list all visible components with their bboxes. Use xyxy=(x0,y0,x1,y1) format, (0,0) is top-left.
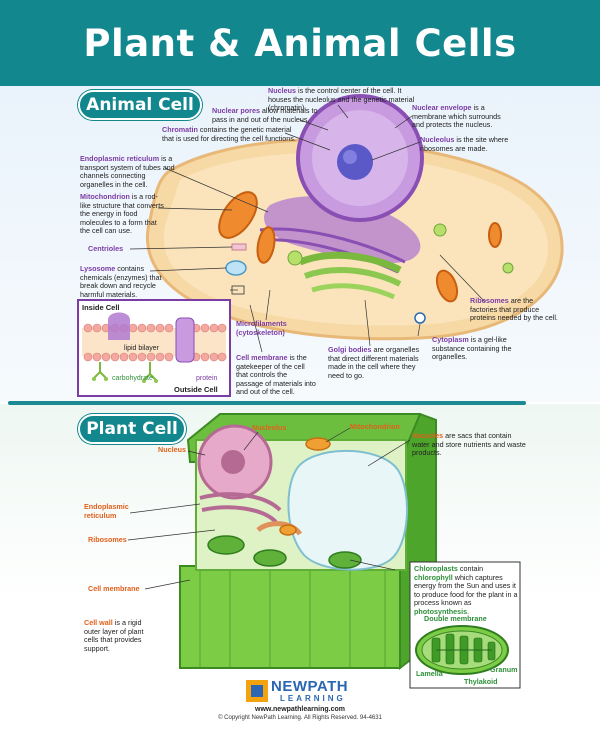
label-nuclear-envelope: Nuclear envelope is a membrane which sur… xyxy=(412,103,501,130)
label-cytoplasm: Cytoplasm is a gel-like substance contai… xyxy=(432,335,512,362)
plant-label-mitochondrion: Mitochondrion xyxy=(350,422,400,431)
chloroplast-detail-graphic xyxy=(415,625,509,675)
inset-protein: protein xyxy=(196,375,218,382)
plant-label-chloroplasts: Chloroplasts contain chlorophyll which c… xyxy=(414,564,518,616)
label-lysosome: Lysosome contains chemicals (enzymes) th… xyxy=(80,264,162,299)
plant-label-er: Endoplasmic reticulum xyxy=(84,502,129,520)
label-nucleolus: Nucleolus is the site where ribosomes ar… xyxy=(420,135,509,153)
label-nuclear-pores: Nuclear pores allow materials to pass in… xyxy=(212,106,318,124)
plant-cell-wall-front xyxy=(179,565,401,669)
label-chromatin: Chromatin contains the genetic material … xyxy=(162,125,296,143)
plant-label-cell-membrane: Cell membrane xyxy=(88,584,140,593)
title-band xyxy=(0,0,600,86)
plant-er xyxy=(199,492,282,512)
plant-label-nucleolus: Nucleolus xyxy=(252,423,287,432)
plant-mitochondrion xyxy=(305,437,331,451)
footer-copyright: © Copyright NewPath Learning. All Rights… xyxy=(218,715,382,721)
plant-label-cell-wall: Cell wall is a rigid outer layer of plan… xyxy=(84,618,144,653)
section-divider xyxy=(8,401,526,405)
plant-label-ribosomes: Ribosomes xyxy=(88,535,127,544)
logo-text-top: NEWPATH xyxy=(271,678,349,695)
inset-carbohydrate: carbohydrate xyxy=(112,375,153,382)
poster-title: Plant & Animal Cells xyxy=(83,22,517,65)
inset-lipid-bilayer: lipid bilayer xyxy=(124,345,160,352)
animal-cell-heading: Animal Cell xyxy=(78,90,202,120)
lipid-bilayer-graphic xyxy=(82,312,227,383)
inset-outside-cell: Outside Cell xyxy=(174,385,218,394)
plant-label-vacuoles: Vacuoles are sacs that contain water and… xyxy=(412,431,526,458)
label-ribosomes: Ribosomes are the factories that produce… xyxy=(470,296,558,323)
plant-nucleolus xyxy=(221,450,245,474)
logo-text-bottom: LEARNING xyxy=(280,694,346,703)
animal-golgi xyxy=(298,251,402,274)
label-golgi-bodies: Golgi bodies are organelles that direct … xyxy=(328,345,420,380)
newpath-logo: NEWPATH LEARNING xyxy=(246,678,356,708)
chloro-label-double-membrane: Double membrane xyxy=(424,614,487,623)
logo-mark-icon xyxy=(246,680,268,702)
footer-url: www.newpathlearning.com xyxy=(255,706,345,713)
chloro-label-lamella: Lamella xyxy=(416,669,443,678)
chloro-label-thylakoid: Thylakoid xyxy=(464,677,498,686)
label-endoplasmic-reticulum: Endoplasmic reticulum is a transport sys… xyxy=(80,154,175,189)
plant-vacuole xyxy=(287,449,408,571)
chloro-label-granum: Granum xyxy=(490,665,518,674)
plant-cell-heading: Plant Cell xyxy=(78,414,186,444)
plant-label-nucleus: Nucleus xyxy=(158,445,186,454)
label-microfilaments: Microfilaments (cytoskeleton) xyxy=(236,319,287,337)
animal-mitochondrion xyxy=(218,191,258,239)
label-cell-membrane: Cell membrane is the gatekeeper of the c… xyxy=(236,353,316,397)
plant-chloroplast xyxy=(207,535,245,555)
label-centrioles: Centrioles xyxy=(88,244,124,253)
label-nucleus: Nucleus is the control center of the cel… xyxy=(268,86,415,113)
inset-inside-cell: Inside Cell xyxy=(82,303,120,312)
label-mitochondrion: Mitochondrion is a rod-like structure th… xyxy=(80,192,164,236)
